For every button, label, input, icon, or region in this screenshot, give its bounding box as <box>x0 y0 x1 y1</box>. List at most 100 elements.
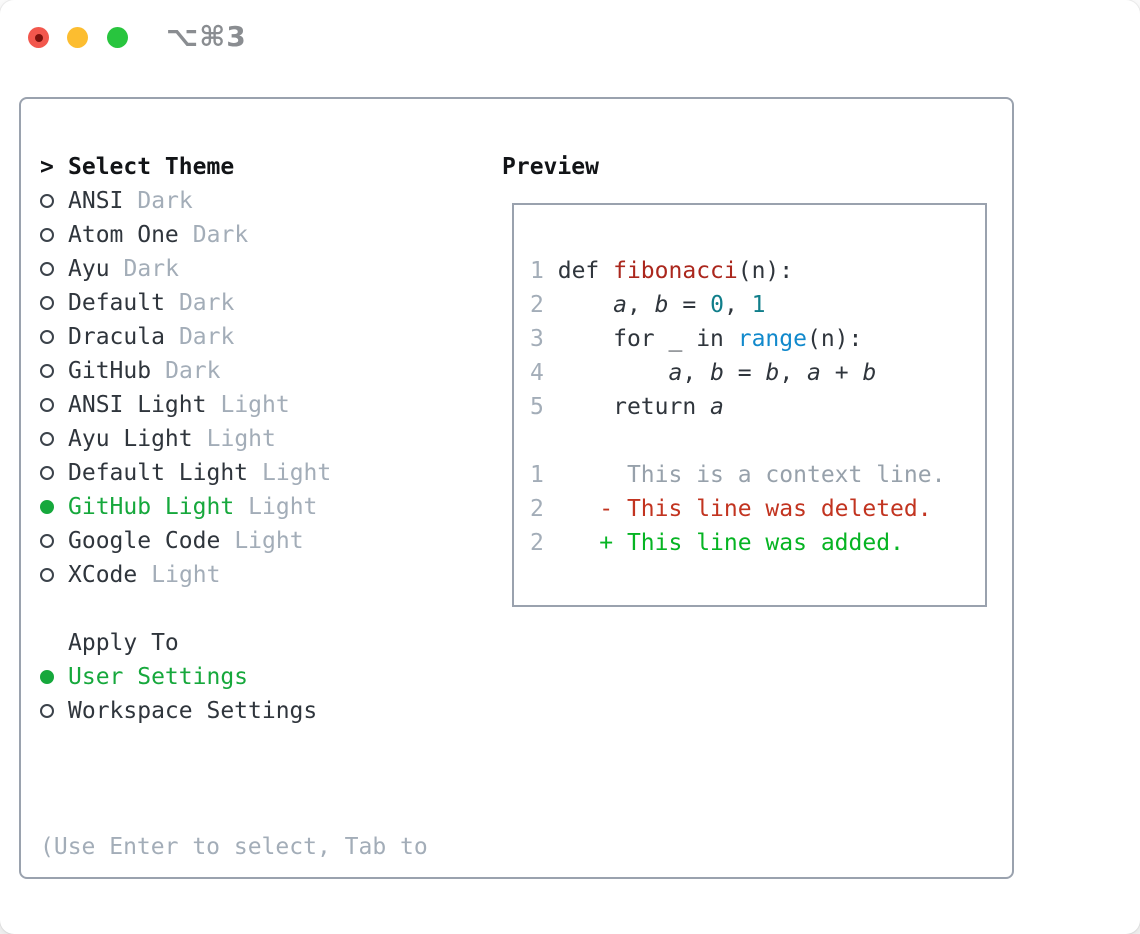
code-token-var: a <box>807 360 821 386</box>
code-line: 2 + This line was added. <box>530 526 975 560</box>
code-line: 3 for _ in range(n): <box>530 322 975 356</box>
apply-to-option-user-settings[interactable]: User Settings <box>40 660 485 694</box>
close-button[interactable] <box>28 27 49 48</box>
radio-selected-icon <box>40 500 54 514</box>
radio-selected-icon <box>40 670 54 684</box>
titlebar: ⌥⌘3 <box>0 0 1140 74</box>
code-token-plain: , <box>779 360 808 386</box>
radio-icon <box>40 398 54 412</box>
code-token-plain: for _ in <box>557 326 738 352</box>
theme-option-xcode[interactable]: XCode Light <box>40 558 485 592</box>
minimize-button[interactable] <box>67 27 88 48</box>
hint-line-1: (Use Enter to select, Tab to <box>40 834 428 860</box>
line-number: 1 <box>530 462 544 488</box>
code-line: 4 a, b = b, a + b <box>530 356 975 390</box>
theme-option-ansi[interactable]: ANSI Dark <box>40 184 485 218</box>
code-token-var: b <box>710 360 724 386</box>
theme-name-label: Default Light <box>68 460 249 486</box>
code-token-builtin: range <box>737 326 807 352</box>
theme-option-github-light[interactable]: GitHub Light Light <box>40 490 485 524</box>
code-token-var: b <box>862 360 877 386</box>
theme-variant-label: Dark <box>178 324 235 350</box>
code-token-del: - This line was deleted. <box>557 496 932 522</box>
theme-name-label: Ayu Light <box>68 426 193 452</box>
line-number: 5 <box>530 394 544 420</box>
theme-variant-label: Light <box>248 494 318 520</box>
theme-option-ayu[interactable]: Ayu Dark <box>40 252 485 286</box>
code-token-plain: (n): <box>737 258 794 284</box>
theme-name-label: ANSI Light <box>68 392 207 418</box>
code-token-plain: = <box>668 292 711 318</box>
code-token-fn: fibonacci <box>613 258 738 284</box>
radio-icon <box>40 228 54 242</box>
theme-name-label: GitHub <box>68 358 152 384</box>
line-number: 2 <box>530 292 544 318</box>
code-token-plain: , <box>626 292 655 318</box>
code-token-num: 0 <box>710 292 724 318</box>
apply-to-header: Apply To <box>40 626 485 660</box>
theme-variant-label: Dark <box>192 222 249 248</box>
radio-icon <box>40 296 54 310</box>
zoom-button[interactable] <box>107 27 128 48</box>
code-token-var: b <box>654 292 669 318</box>
code-token-var: a <box>613 292 627 318</box>
code-token-plain <box>558 360 669 386</box>
theme-variant-label: Light <box>234 528 304 554</box>
line-number: 1 <box>530 258 544 284</box>
code-token-plain: + <box>820 360 863 386</box>
code-line: 1 This is a context line. <box>530 458 975 492</box>
theme-name-label: Ayu <box>68 256 110 282</box>
theme-name-label: GitHub Light <box>68 494 235 520</box>
theme-option-dracula[interactable]: Dracula Dark <box>40 320 485 354</box>
select-theme-header: >Select Theme <box>40 150 485 184</box>
radio-icon <box>40 194 54 208</box>
code-token-plain: , <box>723 292 752 318</box>
code-token-var: b <box>765 360 780 386</box>
cursor-prompt-icon: > <box>40 154 54 180</box>
theme-option-google-code[interactable]: Google Code Light <box>40 524 485 558</box>
theme-name-label: Dracula <box>68 324 165 350</box>
preview-column: Preview 1 def fibonacci(n): 2 a, b = 0, 1… <box>502 150 1022 607</box>
keyboard-hint: (Use Enter to select, Tab to change focu… <box>40 762 485 934</box>
window-title: ⌥⌘3 <box>166 20 247 53</box>
preview-title: Preview <box>502 154 599 180</box>
theme-option-default[interactable]: Default Dark <box>40 286 485 320</box>
theme-name-label: ANSI <box>68 188 124 214</box>
code-line: 5 return a <box>530 390 975 424</box>
radio-icon <box>40 262 54 276</box>
theme-option-default-light[interactable]: Default Light Light <box>40 456 485 490</box>
radio-icon <box>40 534 54 548</box>
code-token-plain: , <box>682 360 711 386</box>
code-token-var: a <box>668 360 683 386</box>
radio-icon <box>40 568 54 582</box>
code-blank-line <box>530 424 975 458</box>
theme-variant-label: Dark <box>123 256 179 282</box>
theme-name-label: Default <box>68 290 165 316</box>
code-token-num: 1 <box>751 292 766 318</box>
theme-variant-label: Light <box>151 562 221 588</box>
code-line: 1 def fibonacci(n): <box>530 254 975 288</box>
code-line: 2 - This line was deleted. <box>530 492 975 526</box>
theme-name-label: Google Code <box>68 528 221 554</box>
theme-variant-label: Light <box>262 460 332 486</box>
code-token-plain: return <box>557 394 711 420</box>
radio-icon <box>40 432 54 446</box>
radio-icon <box>40 330 54 344</box>
code-token-ctx: This is a context line. <box>557 462 946 488</box>
code-token-add: + This line was added. <box>557 530 904 556</box>
theme-variant-label: Dark <box>178 290 235 316</box>
preview-code: 1 def fibonacci(n): 2 a, b = 0, 1 3 for _ … <box>512 203 987 607</box>
theme-name-label: XCode <box>68 562 138 588</box>
theme-variant-label: Dark <box>137 188 193 214</box>
apply-to-option-label: Workspace Settings <box>68 698 318 724</box>
apply-to-option-workspace-settings[interactable]: Workspace Settings <box>40 694 485 728</box>
code-token-plain: = <box>723 360 766 386</box>
